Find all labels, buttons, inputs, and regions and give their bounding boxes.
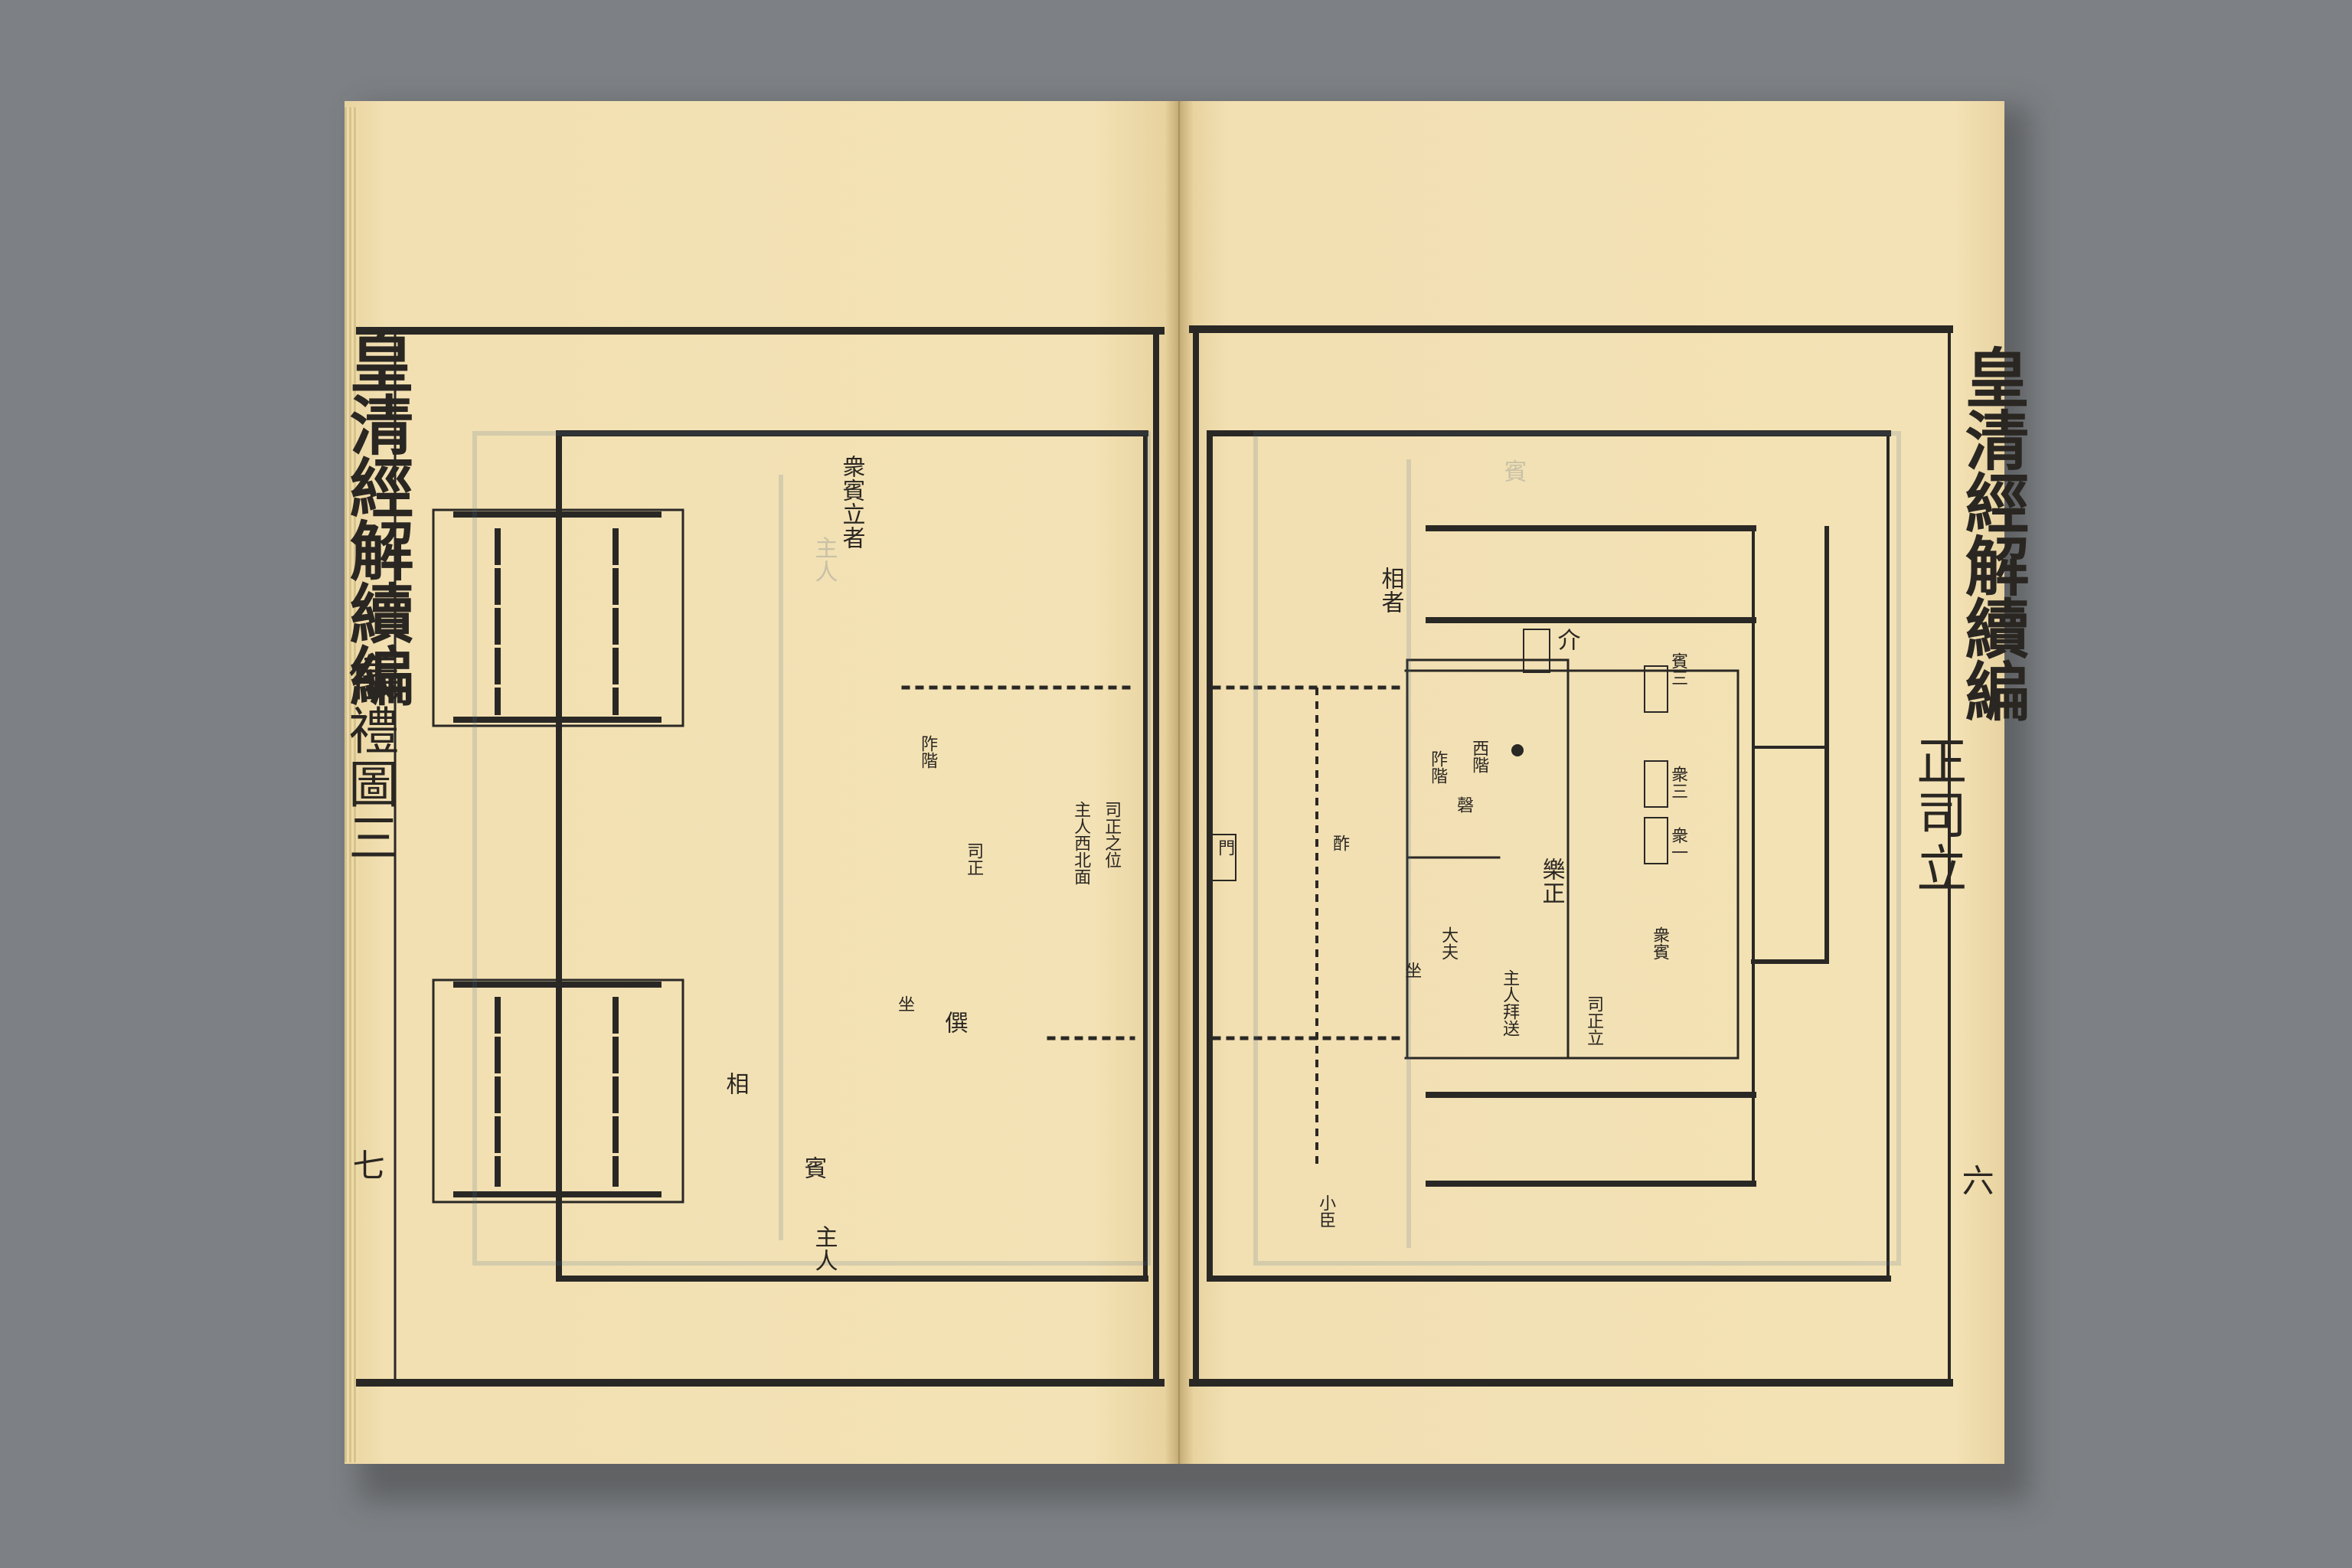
page-edges: [345, 107, 358, 1462]
label-zuojie-left: 阼階: [918, 735, 938, 769]
label-zuojie: 阼階: [1428, 750, 1448, 784]
label-bin-left: 賓: [799, 1156, 827, 1180]
label-zhongbin: 衆賓: [1650, 926, 1670, 960]
label-sizheng-zhiwei: 司正之位: [1102, 801, 1122, 868]
label-xiang: 相: [721, 1072, 749, 1096]
label-zhuren-left: 主人: [810, 1225, 838, 1272]
label-xijie: 西階: [1469, 740, 1489, 773]
label-sizheng-left: 司正: [964, 842, 984, 876]
label-zhuren-baisong: 主人拜送: [1500, 969, 1520, 1037]
left-folio: 七: [348, 1148, 386, 1181]
label-zuo2: 坐: [1402, 962, 1422, 978]
label-zhongbin-lizhe: 衆賓立者: [838, 455, 865, 550]
left-margin-title: 皇清經解續編: [339, 329, 416, 706]
label-sizheng: 司正立: [1584, 995, 1604, 1046]
showthrough-text-2: 賓: [1499, 459, 1527, 483]
label-zhuan: 僎: [940, 1011, 968, 1034]
label-yuezheng: 樂正: [1537, 858, 1565, 905]
label-qing: 磬: [1454, 796, 1474, 813]
right-heading: 正司立: [1908, 735, 1968, 896]
label-zhong-san: 衆三: [1668, 766, 1688, 799]
label-zhuren-xibeimian: 主人西北面: [1071, 801, 1091, 885]
label-men: 門: [1215, 839, 1235, 856]
showthrough-text: 主人: [810, 536, 838, 583]
label-xiangzhe: 相者: [1377, 567, 1404, 614]
label-bin-san: 賓三: [1668, 652, 1688, 686]
label-zhong-yi: 衆一: [1668, 827, 1688, 861]
label-xiaochen: 小臣: [1316, 1194, 1336, 1228]
right-folio: 六: [1957, 1164, 1995, 1196]
label-zuo-left: 坐: [895, 995, 915, 1012]
left-subtitle: 儀禮圖三: [340, 651, 400, 865]
label-dafu: 大夫: [1439, 926, 1459, 960]
label-jie: 介: [1553, 628, 1580, 652]
book-gutter: [1165, 101, 1193, 1464]
label-zuo: 酢: [1330, 835, 1350, 851]
right-margin-title: 皇清經解續編: [1955, 345, 2031, 721]
